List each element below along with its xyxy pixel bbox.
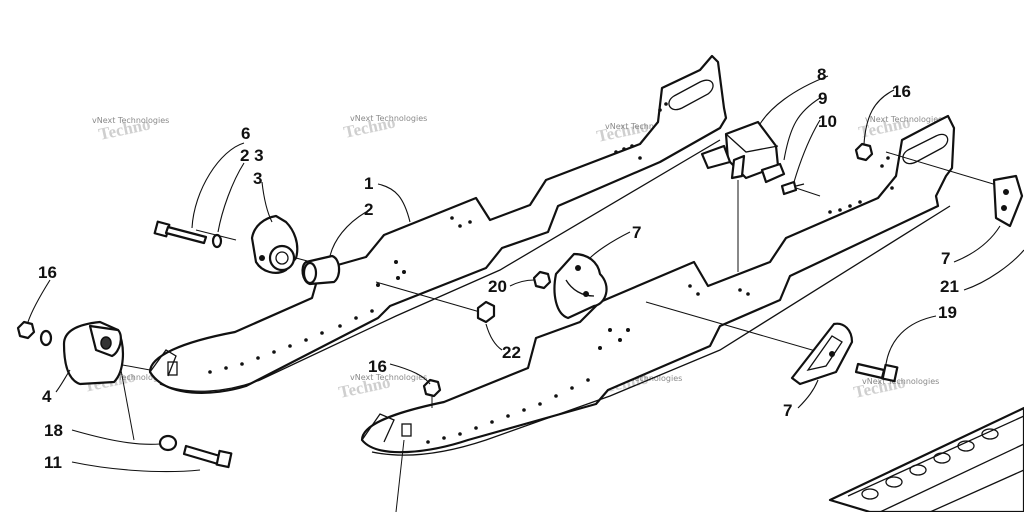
watermark-text: vNext Technologies	[350, 114, 427, 123]
callout-label-20: 20	[488, 277, 507, 296]
washer-left	[39, 329, 53, 347]
bolt-15	[182, 444, 233, 469]
watermark-text: vNext Technologies	[605, 374, 682, 383]
callout-label-7-lower-visible: 7	[783, 401, 792, 420]
block-8	[992, 174, 1024, 228]
callout-label-22: 22	[502, 343, 521, 362]
bolt-6	[153, 220, 208, 245]
callout-label-1: 1	[364, 174, 373, 193]
nut-22	[476, 300, 496, 324]
nut-16-center	[422, 378, 442, 398]
callout-label-18: 18	[44, 421, 63, 440]
nut-16-left	[16, 320, 36, 340]
callout-label-3: 3	[253, 169, 262, 188]
right-rail-tip	[361, 413, 395, 443]
clip-10	[760, 162, 786, 184]
washer-18	[158, 434, 178, 452]
callout-label-11: 10	[818, 112, 837, 131]
nut-16-right	[854, 142, 874, 162]
callout-label-8: 7	[941, 249, 950, 268]
right-rail-body	[360, 114, 956, 454]
callout-label-15: 11	[44, 453, 62, 472]
watermark-text: vNext Technologies	[605, 122, 682, 131]
bumper-4	[62, 320, 124, 386]
left-rail-handle-slot	[668, 79, 714, 111]
spacer-2	[301, 254, 341, 286]
right-rail-holes	[426, 156, 894, 444]
callout-label-4: 4	[42, 387, 52, 406]
left-rail-tip	[149, 349, 177, 377]
callout-label-16-right: 16	[892, 82, 911, 101]
mount-plate-7-upper	[553, 252, 608, 320]
callout-label-2: 2	[364, 200, 373, 219]
watermark-text: vNext Technologies	[350, 373, 427, 382]
callout-label-19: 19	[938, 303, 957, 322]
track-fragment	[828, 406, 1024, 512]
callout-label-10: 9	[818, 89, 827, 108]
callout-label-9: 8	[817, 65, 826, 84]
watermark-text: vNext Technologies	[92, 373, 169, 382]
nut-20	[532, 270, 552, 290]
axis-line	[795, 187, 821, 197]
axis-line	[375, 281, 481, 313]
callout-label-16-left: 16	[38, 263, 57, 282]
axis-line	[395, 439, 405, 512]
left-rail-tip-slot	[167, 361, 178, 376]
callout-leaders	[27, 75, 1024, 473]
right-rail-flange-line	[371, 205, 951, 456]
mount-bracket-3	[250, 214, 299, 274]
watermark-text: vNext Technologies	[92, 116, 169, 125]
callout-label-23: 2 3	[240, 146, 264, 165]
screw-11	[780, 180, 805, 196]
left-rail-body	[148, 54, 728, 394]
right-rail-tip-slot	[401, 423, 412, 437]
callout-label-7-upper: 7	[632, 223, 641, 242]
block-9	[700, 120, 780, 180]
axis-line	[885, 151, 1001, 187]
callout-label-6: 6	[241, 124, 250, 143]
left-rail-flange-line	[159, 139, 721, 392]
callout-labels: 6 2 3 3 1 2 8 9 10 16 6 7 20 22 7 21 19 …	[38, 65, 959, 472]
mount-plate-7-lower	[790, 322, 854, 386]
washer-23	[211, 233, 223, 249]
left-rail-holes	[208, 102, 668, 374]
watermark-text: vNext Technologies	[862, 377, 939, 386]
bolt-19	[854, 362, 899, 383]
left-slide-rail	[148, 54, 728, 394]
callout-label-16-center: 16	[368, 357, 387, 376]
right-slide-rail	[360, 114, 956, 456]
axis-line	[645, 301, 827, 355]
watermark-text: vNext Technologies	[865, 115, 942, 124]
callout-label-21: 21	[940, 277, 959, 296]
